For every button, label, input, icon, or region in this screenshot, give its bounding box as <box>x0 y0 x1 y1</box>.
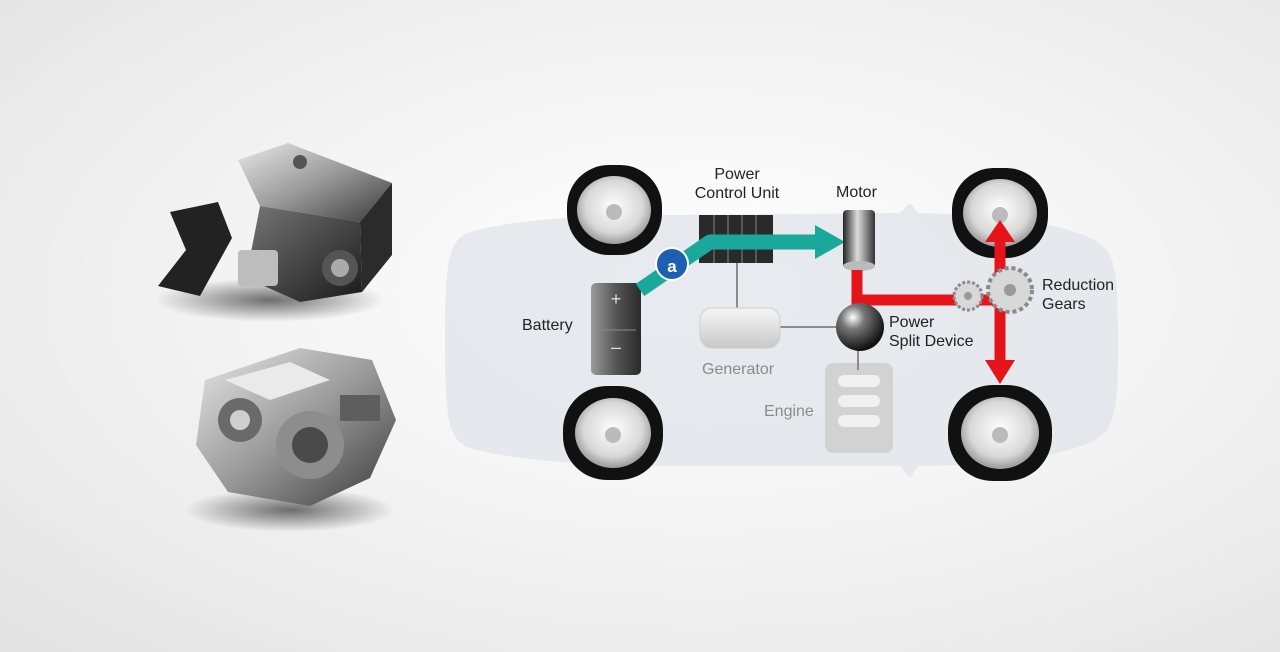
motor <box>843 210 875 271</box>
engine-block <box>825 363 893 453</box>
wheel-icon <box>952 168 1048 258</box>
motor-label: Motor <box>836 184 877 201</box>
connector-lines <box>736 262 859 370</box>
wheel-icon <box>948 385 1052 481</box>
power-split-device-label: Power Split Device <box>889 314 974 350</box>
battery-minus-sign: – <box>610 337 621 357</box>
battery <box>591 283 641 375</box>
power-split-device <box>836 303 884 351</box>
engine-unit-icon <box>155 143 392 322</box>
reduction-gears-label: Reduction Gears <box>1042 277 1115 313</box>
engine-label: Engine <box>764 403 814 420</box>
transaxle-icon <box>185 348 396 532</box>
battery-label: Battery <box>522 317 573 334</box>
generator-label: Generator <box>702 361 775 378</box>
electric-flow-arrow <box>635 225 845 297</box>
flow-marker-label: a <box>667 257 677 276</box>
gear-icon <box>952 280 984 312</box>
generator <box>699 307 781 349</box>
power-control-unit-label: Power Control Unit <box>694 166 780 202</box>
wheel-icon <box>563 386 663 480</box>
wheel-icon <box>567 165 662 255</box>
battery-plus-sign: + <box>610 289 622 309</box>
flow-marker <box>655 247 689 281</box>
gear-icon <box>986 266 1034 314</box>
